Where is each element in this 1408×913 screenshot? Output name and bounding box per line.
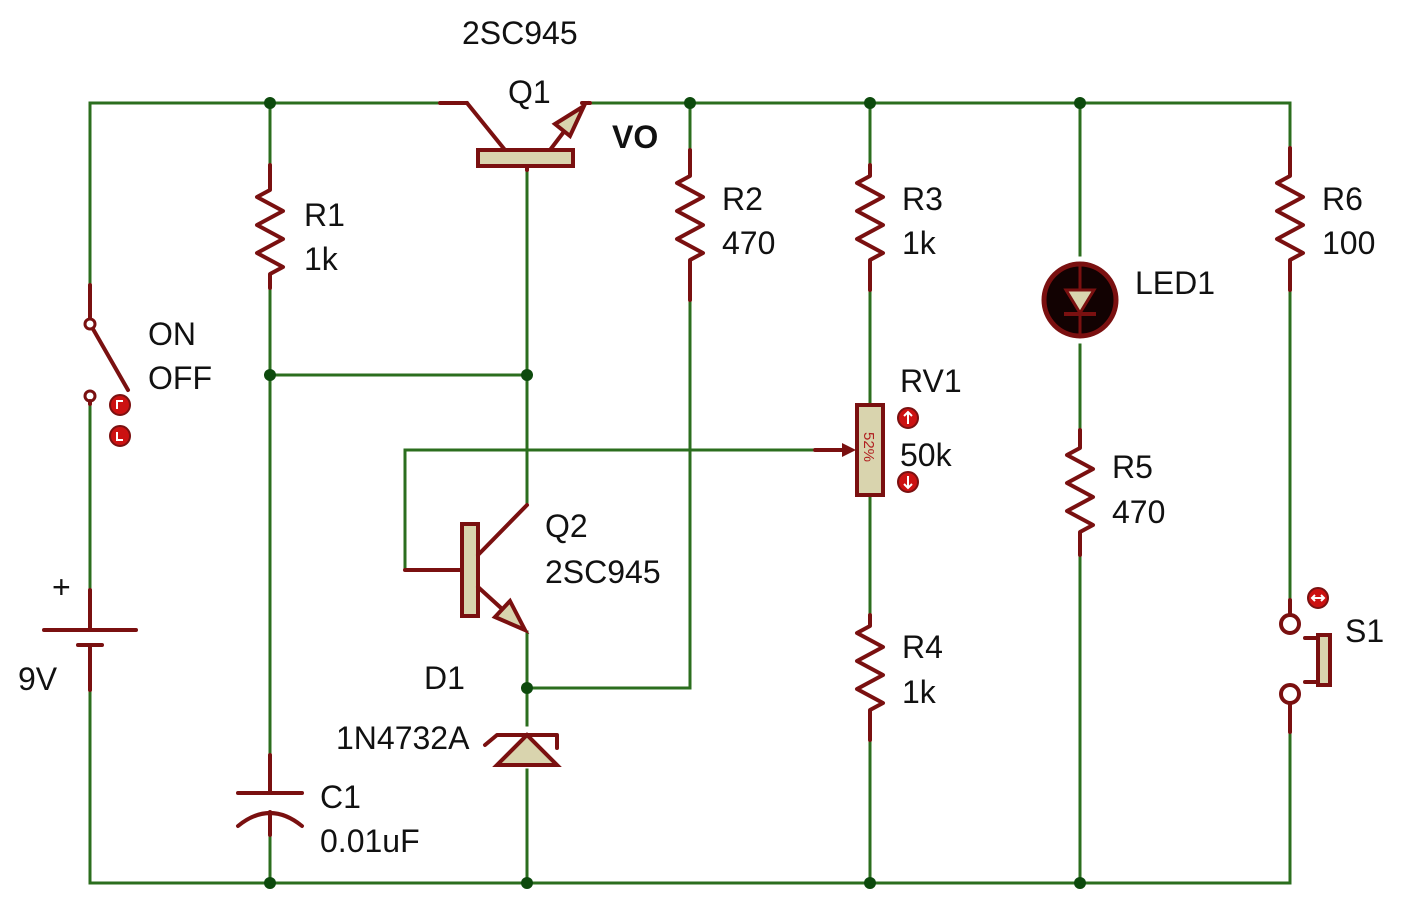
junction (864, 97, 876, 109)
capacitor-c1 (236, 753, 304, 837)
emitter-arrow-icon (551, 100, 589, 140)
resistor-r5 (1065, 428, 1095, 557)
battery-polarity: + (52, 569, 71, 605)
battery-9v (42, 588, 138, 692)
junction (1074, 97, 1086, 109)
q2-ref: Q2 (545, 508, 588, 544)
junction (521, 877, 533, 889)
switch-toggle-on-button[interactable] (109, 394, 131, 416)
q2-value: 2SC945 (545, 554, 661, 590)
switch-off-label: OFF (148, 360, 212, 396)
junction (264, 369, 276, 381)
r5-ref: R5 (1112, 449, 1153, 485)
junction (521, 369, 533, 381)
junction (684, 97, 696, 109)
toggle-icon (116, 432, 123, 441)
r3-ref: R3 (902, 181, 943, 217)
c1-value: 0.01uF (320, 823, 420, 859)
d1-value: 1N4732A (336, 720, 470, 756)
junction (864, 877, 876, 889)
pot-decrease-button[interactable] (897, 471, 919, 493)
wire-top-left (88, 101, 442, 287)
rv1-value: 50k (900, 437, 953, 473)
r1-value: 1k (304, 241, 339, 277)
junction (264, 97, 276, 109)
wire-bottom (88, 688, 1292, 885)
wire-r2-bottom (525, 298, 692, 690)
transistor-q2 (403, 503, 530, 635)
junction (1074, 877, 1086, 889)
d1-ref: D1 (424, 660, 465, 696)
vo-label: VO (612, 119, 658, 155)
r2-ref: R2 (722, 181, 763, 217)
resistor-r1 (255, 163, 285, 290)
battery-value: 9V (18, 661, 58, 697)
resistor-r3 (855, 163, 885, 292)
arrow-down-icon (903, 476, 913, 490)
q1-ref: Q1 (508, 74, 551, 110)
switch-on-label: ON (148, 316, 196, 352)
switch-toggle-off-button[interactable] (109, 425, 131, 447)
junction (521, 682, 533, 694)
r2-value: 470 (722, 225, 775, 261)
transistor-q1 (438, 100, 592, 172)
resistor-r4 (855, 613, 885, 742)
r1-ref: R1 (304, 197, 345, 233)
pushbutton-plunger (1316, 633, 1332, 687)
s1-press-button[interactable] (1307, 587, 1329, 609)
zener-d1 (483, 732, 562, 767)
resistor-r2 (675, 148, 705, 302)
wiper-percent: 52% (860, 432, 877, 462)
led-led1 (1041, 261, 1119, 339)
r4-ref: R4 (902, 629, 943, 665)
arrow-up-icon (903, 410, 913, 424)
wiper-arrow-icon (842, 443, 856, 457)
pot-increase-button[interactable] (897, 407, 919, 429)
emitter-arrow-icon (491, 597, 530, 635)
q1-value: 2SC945 (462, 15, 578, 51)
zener-diode-icon (492, 732, 562, 767)
r4-value: 1k (902, 674, 937, 710)
s1-ref: S1 (1345, 613, 1384, 649)
r3-value: 1k (902, 225, 937, 261)
r6-ref: R6 (1322, 181, 1363, 217)
led1-ref: LED1 (1135, 265, 1215, 301)
pot-body (855, 403, 885, 497)
resistor-r6 (1275, 146, 1305, 292)
c1-ref: C1 (320, 779, 361, 815)
toggle-switch[interactable] (83, 283, 130, 406)
transistor-base-bar (460, 522, 480, 618)
junction (264, 877, 276, 889)
potentiometer-rv1: 52% (813, 403, 919, 497)
r6-value: 100 (1322, 225, 1375, 261)
double-arrow-icon (1310, 594, 1326, 602)
junctions (264, 97, 1086, 889)
rv1-ref: RV1 (900, 363, 962, 399)
r5-value: 470 (1112, 494, 1165, 530)
pushbutton-s1[interactable] (1279, 598, 1332, 734)
transistor-base-bar (476, 148, 575, 168)
toggle-icon (116, 400, 123, 409)
